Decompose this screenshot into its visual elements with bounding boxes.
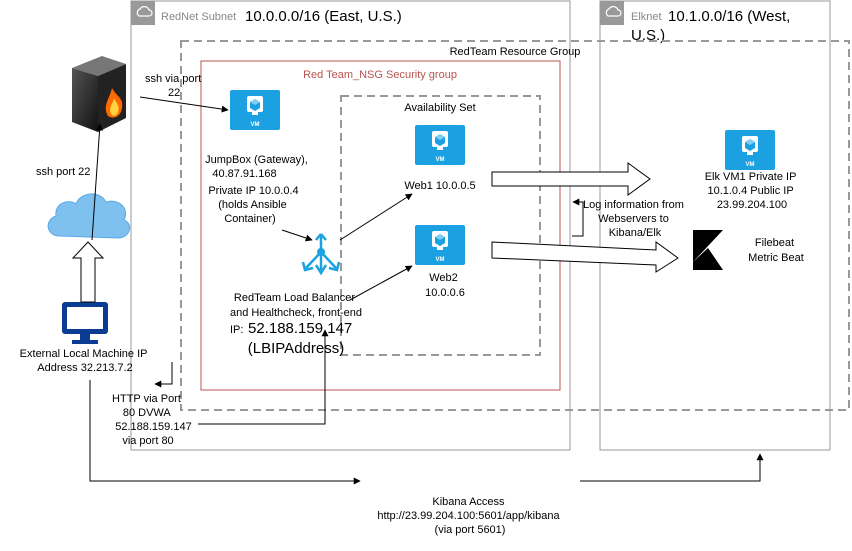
web2-vm[interactable]: VM <box>415 225 465 265</box>
web1-label: Web1 10.0.0.5 <box>404 180 475 192</box>
kibana-line1: Filebeat <box>755 237 794 249</box>
ssh-via-port-label: ssh via port 22 <box>145 73 204 99</box>
log-info-line1: Log information from <box>583 199 684 211</box>
http-elbow-connector <box>154 362 173 388</box>
monitor-to-cloud-arrow <box>71 241 105 303</box>
jumpbox-label: JumpBox (Gateway), 40.87.91.168 Private … <box>205 154 311 225</box>
load-balancer-icon[interactable] <box>301 233 341 276</box>
elk-line2: 10.1.0.4 Public IP <box>707 185 793 197</box>
ssh-connector <box>139 96 229 113</box>
http-line3: 52.188.159.147 <box>115 421 191 433</box>
kibana-access-connector-right <box>580 453 764 482</box>
lb-line2: and Healthcheck, front-end <box>230 307 362 319</box>
jumpbox-line5: Container) <box>224 213 275 225</box>
http-line4: via port 80 <box>122 435 173 447</box>
lb-ip: 52.188.159.147 <box>248 320 352 337</box>
nsg-box: Red Team_NSG Security group <box>200 60 561 391</box>
cloud-to-firewall-connector <box>91 123 104 241</box>
resource-group-label: RedTeam Resource Group <box>450 46 581 58</box>
monitor-icon <box>62 302 108 344</box>
http-line2: 80 DVWA <box>123 407 172 419</box>
lb-to-web2-connector <box>349 265 413 301</box>
log-info-line2: Webservers to <box>598 213 669 225</box>
log-info-line3: Kibana/Elk <box>609 227 662 239</box>
jumpbox-line3: Private IP 10.0.0.4 <box>208 185 298 197</box>
nsg-label: Red Team_NSG Security group <box>303 69 457 81</box>
subnet-icon <box>131 1 155 25</box>
jumpbox-line1: JumpBox (Gateway), <box>205 154 308 166</box>
kibana-access-connector-left <box>89 380 361 485</box>
availability-set-box: Availability Set <box>340 95 541 356</box>
web1-icon-label: VM <box>436 157 445 163</box>
log-info-label: Log information from Webservers to Kiban… <box>583 199 687 239</box>
local-machine-line2: Address 32.213.7.2 <box>37 362 132 374</box>
http-label: HTTP via Port 80 DVWA 52.188.159.147 via… <box>112 393 195 447</box>
jumpbox-to-lb-connector <box>281 229 313 242</box>
cloud-icon <box>47 193 131 239</box>
lb-ip-prefix: IP: <box>230 324 243 336</box>
ssh-port-label: ssh port 22 <box>36 166 90 178</box>
local-machine-label: External Local Machine IP Address 32.213… <box>20 348 151 374</box>
elknet-subnet-box: Elknet 10.1.0.0/16 (West, U.S.) <box>599 0 831 451</box>
elk-line1: Elk VM1 Private IP <box>705 171 797 183</box>
resource-group-box: RedTeam Resource Group <box>180 40 850 411</box>
web2-icon-label: VM <box>436 257 445 263</box>
web2-line2: 10.0.0.6 <box>425 287 465 299</box>
rednet-subnet-box: RedNet Subnet 10.0.0.0/16 (East, U.S.) <box>130 0 571 451</box>
web2-to-kibana-arrow <box>491 241 679 273</box>
kibana-access-line3: (via port 5601) <box>435 524 506 536</box>
lb-to-web1-connector <box>339 193 413 241</box>
web2-line1: Web2 <box>429 272 458 284</box>
rednet-subnet-name: RedNet Subnet <box>161 11 236 23</box>
http-line1: HTTP via Port <box>112 393 181 405</box>
jumpbox-line2: 40.87.91.168 <box>212 168 276 180</box>
elk-line3: 23.99.204.100 <box>717 199 787 211</box>
web1-vm[interactable]: VM <box>415 125 465 165</box>
elk-icon-label: VM <box>746 162 755 168</box>
rednet-subnet-cidr: 10.0.0.0/16 (East, U.S.) <box>245 8 402 25</box>
ssh-via-port-line1: ssh via port <box>145 73 201 85</box>
jumpbox-icon-label: VM <box>251 122 260 128</box>
kibana-access-line1: Kibana Access <box>432 496 505 508</box>
kibana-access-label: Kibana Access http://23.99.204.100:5601/… <box>377 496 562 536</box>
subnet-icon <box>600 1 624 25</box>
elknet-subnet-cidr-line1: 10.1.0.0/16 (West, <box>668 8 790 25</box>
elk-vm[interactable]: VM <box>725 130 775 170</box>
elknet-subnet-cidr-line2: U.S.) <box>631 27 665 44</box>
lb-name: (LBIPAddress) <box>248 340 344 357</box>
firewall-icon <box>72 56 126 132</box>
elk-label: Elk VM1 Private IP 10.1.0.4 Public IP 23… <box>705 171 800 211</box>
log-info-connector <box>572 198 584 237</box>
web2-label: Web2 10.0.0.6 <box>425 272 465 299</box>
load-balancer-label: RedTeam Load Balancer and Healthcheck, f… <box>230 292 362 319</box>
kibana-icon <box>693 230 723 270</box>
web1-to-elk-arrow <box>491 162 651 196</box>
ssh-via-port-line2: 22 <box>168 87 180 99</box>
elknet-subnet-name: Elknet <box>631 11 662 23</box>
local-machine-line1: External Local Machine IP <box>20 348 148 360</box>
jumpbox-vm[interactable]: VM <box>230 90 280 130</box>
kibana-label: Filebeat Metric Beat <box>748 237 804 264</box>
kibana-line2: Metric Beat <box>748 252 804 264</box>
availability-set-label: Availability Set <box>404 102 475 114</box>
http-connector <box>198 329 329 425</box>
lb-line1: RedTeam Load Balancer <box>234 292 355 304</box>
jumpbox-line4: (holds Ansible <box>218 199 287 211</box>
kibana-access-line2: http://23.99.204.100:5601/app/kibana <box>377 510 560 522</box>
